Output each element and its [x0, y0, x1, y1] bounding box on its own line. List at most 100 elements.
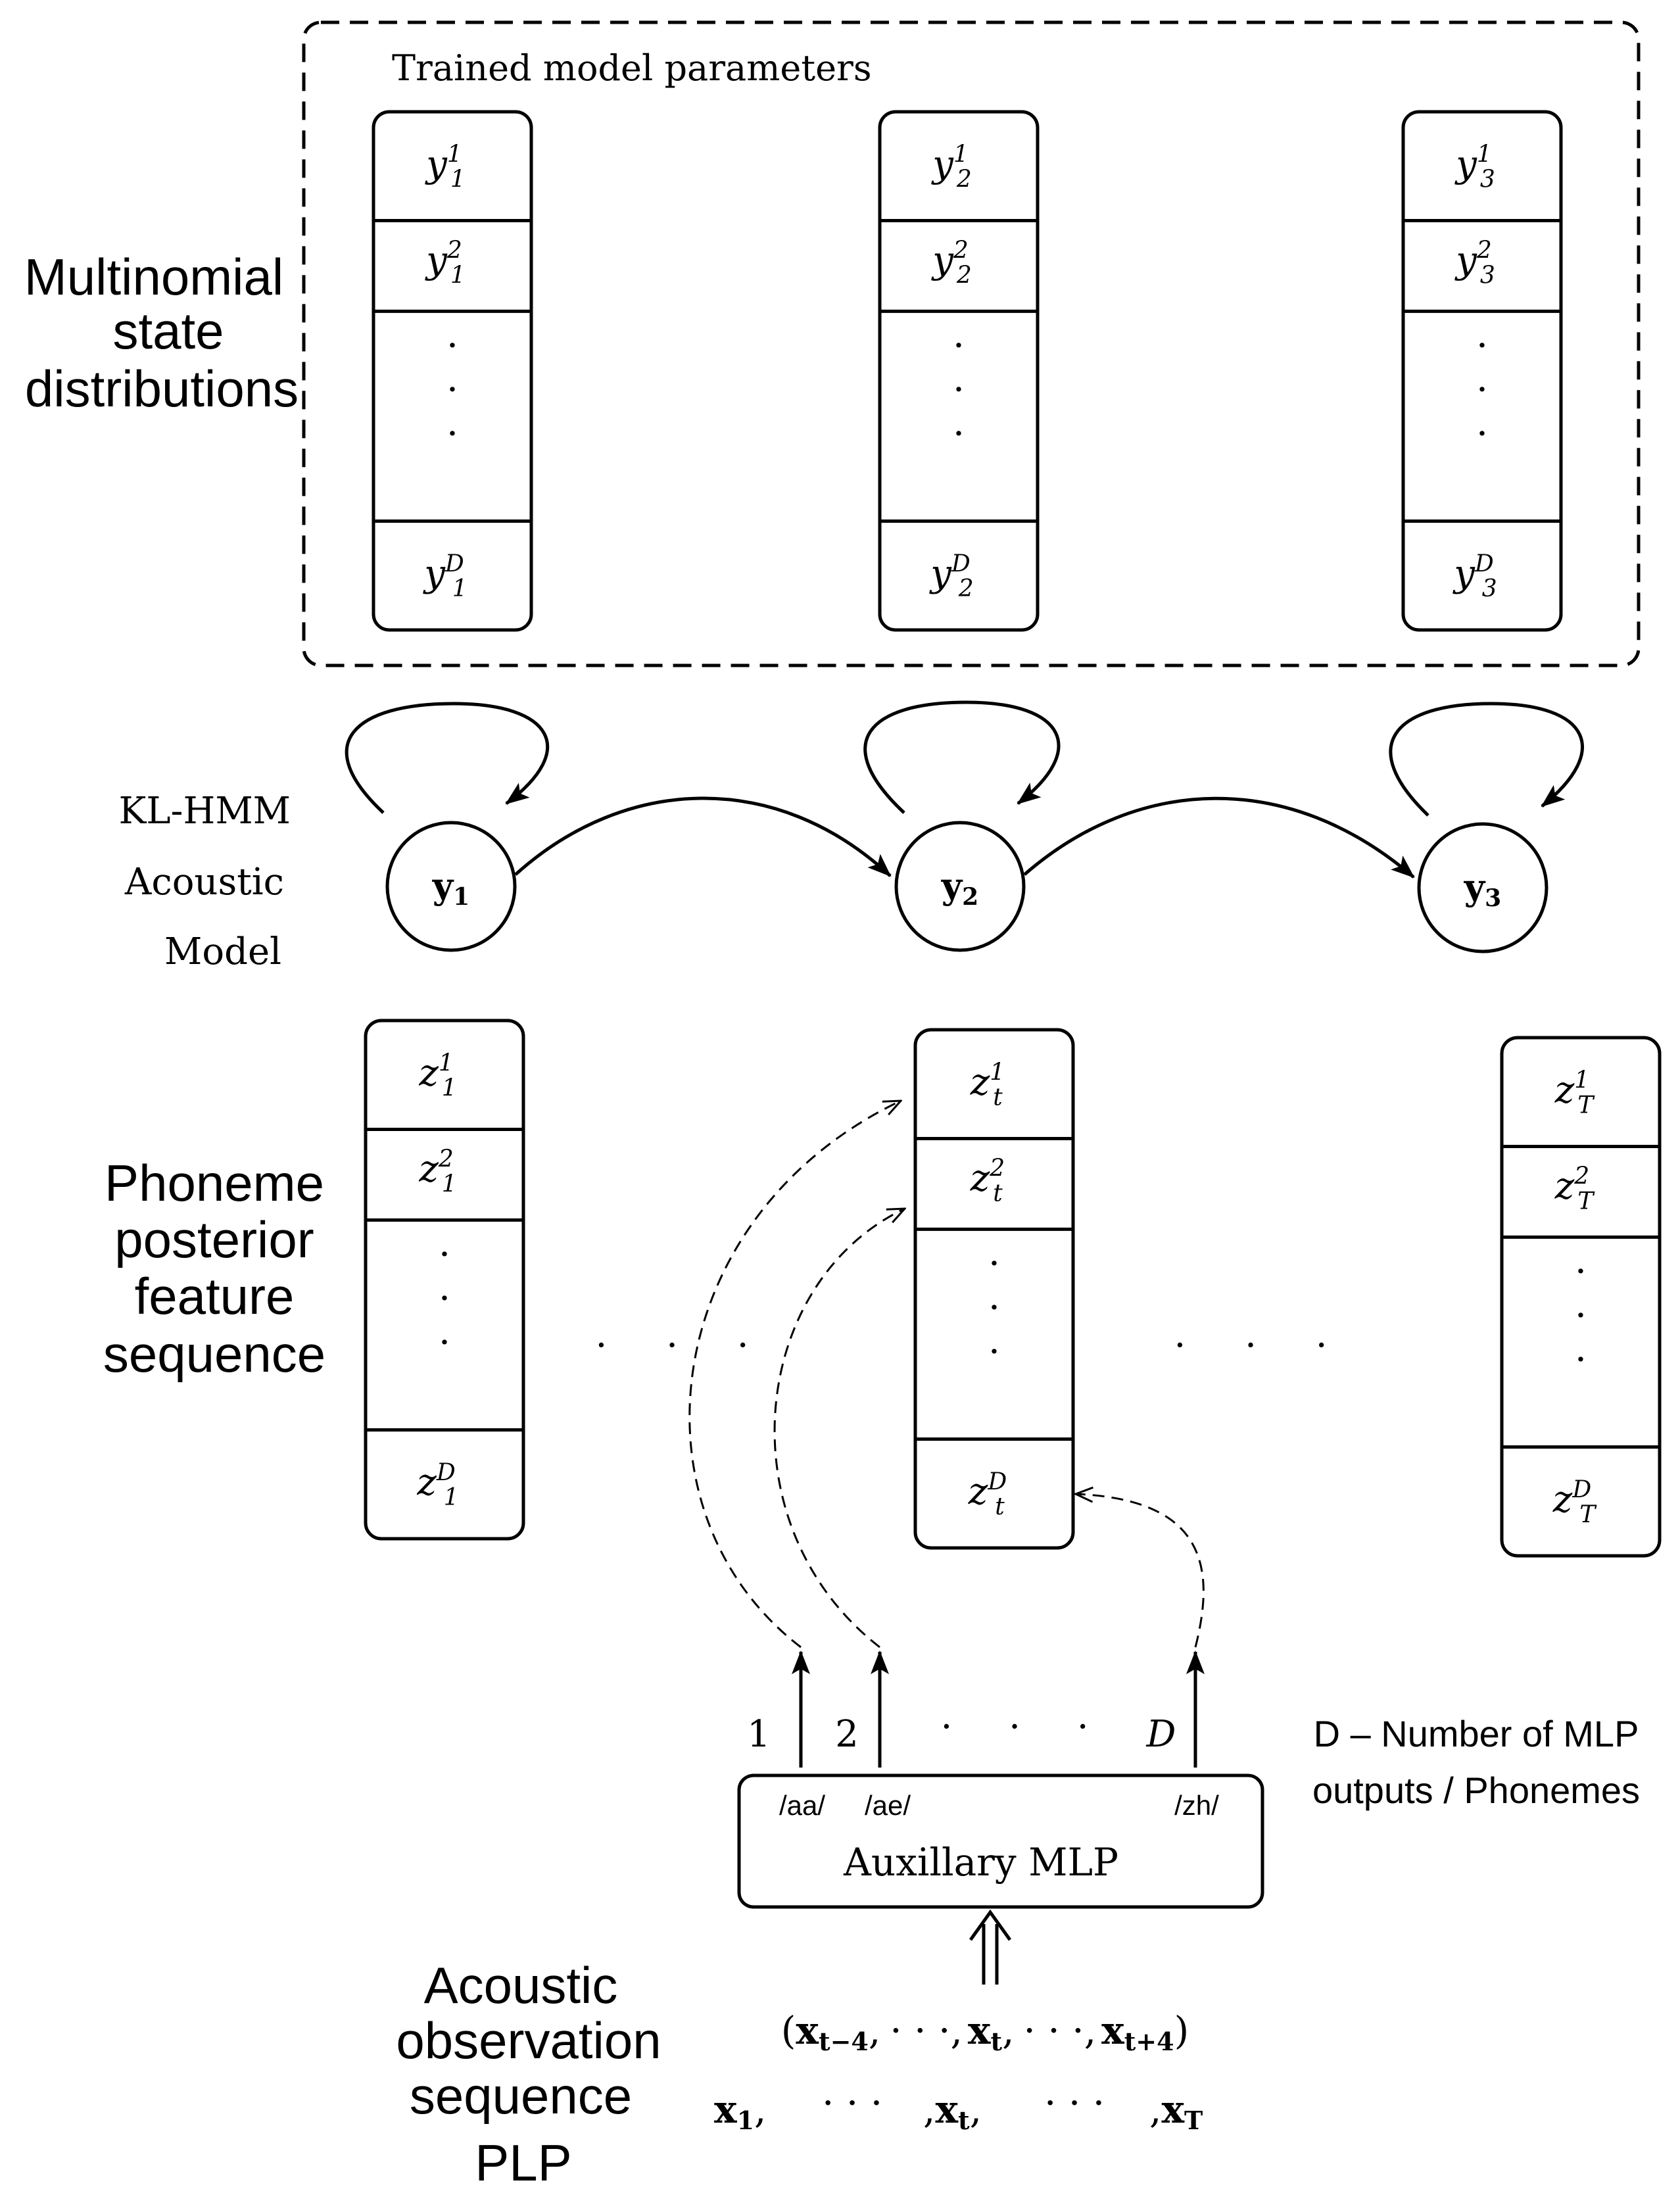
input-double-arrow	[969, 1909, 1012, 1985]
y-vector-2-dot-2: ·	[953, 368, 965, 411]
observation-first: x1,	[714, 2087, 766, 2135]
label-multinomial-line-1: Multinomial	[24, 248, 283, 306]
y-vector-2-dot-1: ·	[953, 324, 965, 367]
state-node-3	[1417, 822, 1548, 953]
z-vector-2-dot-3: ·	[988, 1330, 1000, 1373]
mlp-output-aa: /aa/	[779, 1790, 825, 1821]
label-klhmm-line-3: Model	[164, 930, 281, 973]
state-label-3: y3	[1464, 866, 1501, 912]
self-loop-3	[1389, 702, 1584, 817]
context-window: (xt−4,· · ·,xt,· · ·,xt+4)	[781, 2008, 1189, 2056]
state-label-2: y2	[941, 865, 978, 911]
hmm-states: y1 y2 y3	[345, 700, 1584, 953]
label-klhmm-line-1: KL-HMM	[119, 790, 291, 832]
state-node-1	[385, 821, 517, 952]
output-index-ellipsis: . . .	[940, 1695, 1111, 1737]
observation-dots-2: · · ·	[1044, 2081, 1105, 2125]
label-acoustic-line-1: Acoustic	[424, 1956, 618, 2014]
label-phoneme-line-1: Phoneme	[105, 1154, 324, 1212]
mlp-note-line-1: D – Number of MLP	[1314, 1713, 1639, 1754]
output-index-2: 2	[835, 1713, 859, 1756]
z-vector-1-dot-1: ·	[439, 1233, 450, 1276]
y-vector-1-dot-2: ·	[446, 368, 458, 411]
y-vector-3-dot-2: ·	[1476, 368, 1488, 411]
label-phoneme-line-2: posterior	[114, 1211, 314, 1268]
z-vector-1-dot-2: ·	[439, 1277, 450, 1320]
z-vector-2-dot-1: ·	[988, 1242, 1000, 1285]
observation-sequence: x1, · · · ,xt, · · · ,xT	[714, 2081, 1203, 2135]
link-output-1	[688, 1101, 901, 1649]
link-output-2	[773, 1209, 905, 1649]
mlp-output-ae: /ae/	[865, 1790, 911, 1821]
z-vector-3-dot-2: ·	[1575, 1294, 1587, 1337]
z-vector-3-dot-3: ·	[1575, 1338, 1587, 1381]
z-vector-3-dot-1: ·	[1575, 1250, 1587, 1293]
label-klhmm-line-2: Acoustic	[124, 861, 284, 904]
link-output-d	[1076, 1494, 1205, 1648]
label-multinomial: Multinomial state distributions	[24, 248, 299, 418]
mlp-output-arrows	[792, 1651, 1205, 1768]
z-vector-2-dot-2: ·	[988, 1286, 1000, 1329]
mlp-box: /aa/ /ae/ /zh/ Auxillary MLP	[737, 1773, 1264, 1909]
transition-1-2	[514, 796, 892, 877]
trained-parameters-box: Trained model parameters	[302, 20, 1641, 667]
y-vector-1-dot-3: ·	[446, 412, 458, 455]
state-node-2	[894, 821, 1026, 952]
observation-last: ,xT	[1149, 2087, 1203, 2135]
y-vector-3-dot-1: ·	[1476, 324, 1488, 367]
output-index-1: 1	[747, 1713, 771, 1756]
observation-mid: ,xt,	[923, 2087, 982, 2135]
observation-dots-1: · · ·	[822, 2081, 882, 2125]
z-vector-1-dot-3: ·	[439, 1321, 450, 1364]
y-vector-3-dot-3: ·	[1476, 412, 1488, 455]
label-acoustic: Acoustic observation sequence PLP	[396, 1956, 661, 2192]
label-acoustic-line-2: observation	[396, 2012, 661, 2069]
y-vector-2-dot-3: ·	[953, 412, 965, 455]
label-phoneme-line-4: sequence	[103, 1325, 325, 1383]
ellipsis-left: . . .	[595, 1313, 772, 1356]
ellipsis-right: . . .	[1174, 1313, 1351, 1356]
mlp-note-line-2: outputs / Phonemes	[1312, 1770, 1640, 1811]
label-acoustic-line-3: sequence	[410, 2067, 632, 2125]
transition-2-3	[1023, 796, 1415, 879]
label-klhmm: KL-HMM Acoustic Model	[119, 790, 291, 973]
self-loop-2	[863, 700, 1061, 814]
label-multinomial-line-2: state	[112, 302, 224, 360]
mlp-to-feature-links	[688, 1101, 1205, 1649]
label-acoustic-line-4: PLP	[475, 2134, 571, 2192]
state-label-1: y1	[432, 865, 469, 911]
mlp-title: Auxillary MLP	[843, 1840, 1118, 1885]
label-multinomial-line-3: distributions	[25, 360, 299, 418]
output-index-d: D	[1146, 1713, 1176, 1756]
mlp-output-zh: /zh/	[1174, 1790, 1219, 1821]
y-vector-1-dot-1: ·	[446, 324, 458, 367]
label-phoneme-line-3: feature	[135, 1267, 295, 1325]
label-phoneme: Phoneme posterior feature sequence	[103, 1154, 325, 1383]
